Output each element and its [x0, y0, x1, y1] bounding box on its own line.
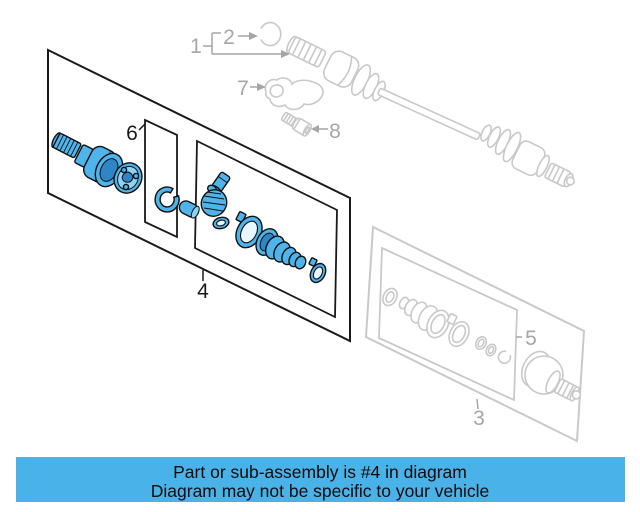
callout-7-arrow — [257, 83, 266, 91]
callout-6: 6 — [126, 122, 146, 145]
callout-8: 8 — [311, 120, 341, 143]
callout-2-arrow — [249, 32, 258, 40]
callout-1-arrow — [281, 50, 290, 58]
callout-3-label: 3 — [473, 407, 485, 430]
highlighted-tripod-plate — [113, 162, 143, 194]
axle-inner-spline — [544, 162, 575, 188]
callout-8-arrow — [311, 125, 319, 133]
heat-shield-drawing — [264, 77, 324, 111]
callout-2: 2 — [223, 26, 258, 49]
callout-4-label: 4 — [197, 280, 209, 303]
kit-4-box — [47, 48, 351, 343]
callout-4: 4 — [197, 270, 209, 303]
disclaimer-line-1: Part or sub-assembly is #4 in diagram — [173, 462, 467, 482]
disclaimer-line-2: Diagram may not be specific to your vehi… — [151, 481, 489, 501]
callout-1: 1 — [190, 32, 290, 58]
highlighted-spacer-bushing — [178, 200, 200, 219]
axle-outer-joint — [322, 50, 360, 88]
kit-5-box — [378, 246, 518, 402]
callout-8-label: 8 — [329, 120, 341, 143]
axle-shaft — [377, 87, 481, 141]
axle-inner-ring — [536, 154, 550, 178]
kit-6-box — [144, 118, 178, 239]
callout-5: 5 — [516, 327, 537, 350]
highlighted-tripod-joint — [200, 184, 228, 218]
axle-assembly-drawing — [286, 35, 575, 188]
highlighted-washer-ring — [212, 216, 230, 230]
axle-inner-boot — [480, 124, 522, 163]
disclaimer-banner-background — [16, 457, 625, 502]
boot-kit-box-drawing — [364, 225, 586, 443]
callout-7: 7 — [237, 77, 266, 100]
highlighted-snap-ring — [154, 186, 180, 213]
callout-2-label: 2 — [223, 26, 235, 49]
highlighted-large-boot-clamp — [235, 211, 263, 249]
disclaimer-banner: Part or sub-assembly is #4 in diagram Di… — [16, 457, 625, 502]
callout-7-label: 7 — [237, 77, 249, 100]
snap-ring-drawing — [260, 21, 282, 47]
callout-6-label: 6 — [126, 122, 138, 145]
bolt-drawing — [280, 111, 313, 137]
highlighted-cv-boot — [255, 228, 307, 270]
axle-outer-spline — [286, 35, 327, 68]
callout-3: 3 — [473, 398, 485, 430]
callout-5-label: 5 — [525, 327, 537, 350]
callout-1-label: 1 — [190, 35, 202, 58]
kit-snap-ring — [497, 350, 512, 364]
highlighted-small-boot-clamp — [308, 257, 327, 284]
